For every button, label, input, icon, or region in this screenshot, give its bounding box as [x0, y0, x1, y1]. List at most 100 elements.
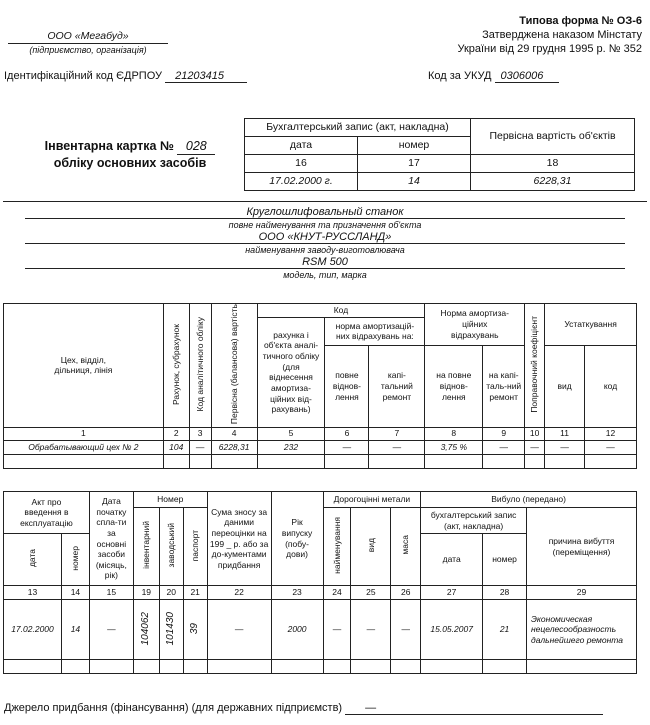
col-num: 1 [3, 426, 164, 441]
col-num: 4 [210, 426, 258, 441]
record-number: 14 [357, 172, 471, 191]
year-header: Рік випуску (побу-дови) [270, 491, 324, 586]
metal-name-header: найменування [322, 507, 352, 586]
account-header: Рахунок, субрахунок [162, 303, 190, 428]
wear-cell: — [206, 599, 272, 660]
col-num: 3 [188, 426, 212, 441]
col-num: 6 [324, 426, 370, 441]
col-num: 5 [256, 426, 326, 441]
col-num: 13 [3, 585, 62, 600]
col-num: 10 [524, 426, 546, 441]
card-title-line-2: обліку основних засобів [53, 156, 207, 170]
disposal-reason-header: причина вибуття (переміщення) [526, 507, 637, 586]
model-caption: модель, тип, марка [283, 270, 367, 280]
col-num: 16 [244, 154, 358, 173]
col-num: 26 [390, 585, 422, 600]
approved-line-1: Затверджена наказом Мінстату [482, 29, 642, 41]
manufacturer-caption: найменування заводу-виготовлювача [245, 245, 405, 255]
col-num: 24 [322, 585, 352, 600]
record-date: 17.02.2000 г. [244, 172, 358, 191]
norm-capital-cell: — [482, 439, 526, 455]
col-num: 18 [470, 154, 635, 173]
disposal-date-cell: 15.05.2007 [420, 599, 484, 660]
capital-repair-cell: — [368, 439, 426, 455]
disposal-group-header: Вибуло (передано) [420, 491, 637, 508]
edrpou-label: Ідентифікаційний код ЄДРПОУ [4, 70, 163, 82]
col-num: 8 [424, 426, 484, 441]
col-num: 25 [350, 585, 392, 600]
col-num: 29 [526, 585, 637, 600]
org-name: ООО «Мегабуд» [8, 30, 168, 44]
code-group-header: Код [256, 303, 426, 318]
passport-header: паспорт [182, 507, 208, 586]
act-date-cell: 17.02.2000 [3, 599, 62, 660]
col-num: 23 [270, 585, 324, 600]
inventory-cell: 104062 [132, 599, 160, 660]
depreciation-table: Цех, відділ, дільниця, лінія Рахунок, су… [3, 303, 637, 469]
passport-cell: 39 [182, 599, 208, 660]
wear-header: Сума зносу за даними переоцінки на 199 _… [206, 491, 272, 586]
org-block: ООО «Мегабуд» (підприємство, організація… [8, 30, 168, 55]
code-account-cell: 232 [256, 439, 326, 455]
norm-capital-header: на капі-таль-ний ремонт [482, 344, 526, 428]
shop-cell: Обрабатывающий цех № 2 [3, 439, 164, 455]
table-row: Обрабатывающий цех № 2 104 — 6228,31 232… [3, 439, 637, 455]
cost-header: Первісна вартість об'єктів [470, 118, 635, 155]
norm-group-header: Норма амортиза-ційних відрахувань [424, 303, 526, 346]
metal-mass-header: маса [390, 507, 422, 586]
start-date-cell: — [88, 599, 134, 660]
card-title-line-1: Інвентарна картка № 028 [30, 138, 230, 155]
col-num: 7 [368, 426, 426, 441]
org-caption: (підприємство, організація) [29, 45, 147, 55]
col-num: 20 [158, 585, 184, 600]
col-num: 14 [60, 585, 90, 600]
shop-header: Цех, відділ, дільниця, лінія [3, 303, 164, 428]
eq-code-header: код [584, 344, 637, 428]
accounting-table: Бухгалтерський запис (акт, накладна) Пер… [244, 118, 635, 191]
commissioning-table: Акт про введення в експлуатацію Дата поч… [3, 491, 637, 674]
act-number-cell: 14 [60, 599, 90, 660]
analytic-code-header: Код аналітичного обліку [188, 303, 212, 428]
disposal-number-header: номер [482, 533, 527, 586]
card-title-prefix: Інвентарна картка № [44, 139, 174, 153]
disposal-number-cell: 21 [482, 599, 527, 660]
form-title: Типова форма № ОЗ-6 [519, 15, 642, 27]
inventory-header: інвентарний [132, 507, 160, 586]
norm-full-cell: 3,75 % [424, 439, 484, 455]
date-header: дата [244, 136, 358, 155]
source-row: Джерело придбання (фінансування) (для де… [4, 702, 640, 715]
card-title: Інвентарна картка № 028 обліку основних … [30, 138, 230, 171]
initial-cost: 6228,31 [470, 172, 635, 191]
asset-block: Круглошлифовальный станок повне найменув… [3, 206, 647, 281]
capital-repair-header: капі-тальний ремонт [368, 344, 426, 428]
metal-type-cell: — [350, 599, 392, 660]
disposal-record-header: бухгалтерський запис (акт, накладна) [420, 507, 527, 534]
correction-cell: — [524, 439, 546, 455]
metal-mass-cell: — [390, 599, 422, 660]
number-header: номер [357, 136, 471, 155]
manufacturer: ООО «КНУТ-РУССЛАНД» [25, 231, 625, 244]
approved-line-2: України від 29 грудня 1995 р. № 352 [457, 43, 642, 55]
eq-type-header: вид [544, 344, 586, 428]
factory-cell: 101430 [158, 599, 184, 660]
col-num: 17 [357, 154, 471, 173]
disposal-reason-cell: Экономическая нецелесообразность дальней… [526, 599, 637, 660]
record-header: Бухгалтерський запис (акт, накладна) [244, 118, 471, 137]
year-cell: 2000 [270, 599, 324, 660]
full-recovery-cell: — [324, 439, 370, 455]
analytic-code-cell: — [188, 439, 212, 455]
asset-name-caption: повне найменування та призначення об'єкт… [228, 220, 422, 230]
ukud-value: 0306006 [494, 70, 559, 83]
number-group-header: Номер [132, 491, 208, 508]
col-num: 21 [182, 585, 208, 600]
table-row: 17.02.2000 14 — 104062 101430 39 — 2000 … [3, 599, 637, 660]
norm-code-header: норма амортизацій-них відрахувань на: [324, 317, 426, 346]
card-number: 028 [177, 138, 216, 155]
source-label: Джерело придбання (фінансування) (для де… [4, 702, 343, 714]
initial-cost-header: Первісна (балансова) вартість [210, 303, 258, 428]
initial-cost-cell: 6228,31 [210, 439, 258, 455]
col-num: 12 [584, 426, 637, 441]
col-num: 22 [206, 585, 272, 600]
ukud-label: Код за УКУД [428, 70, 492, 82]
eq-type-cell: — [544, 439, 586, 455]
